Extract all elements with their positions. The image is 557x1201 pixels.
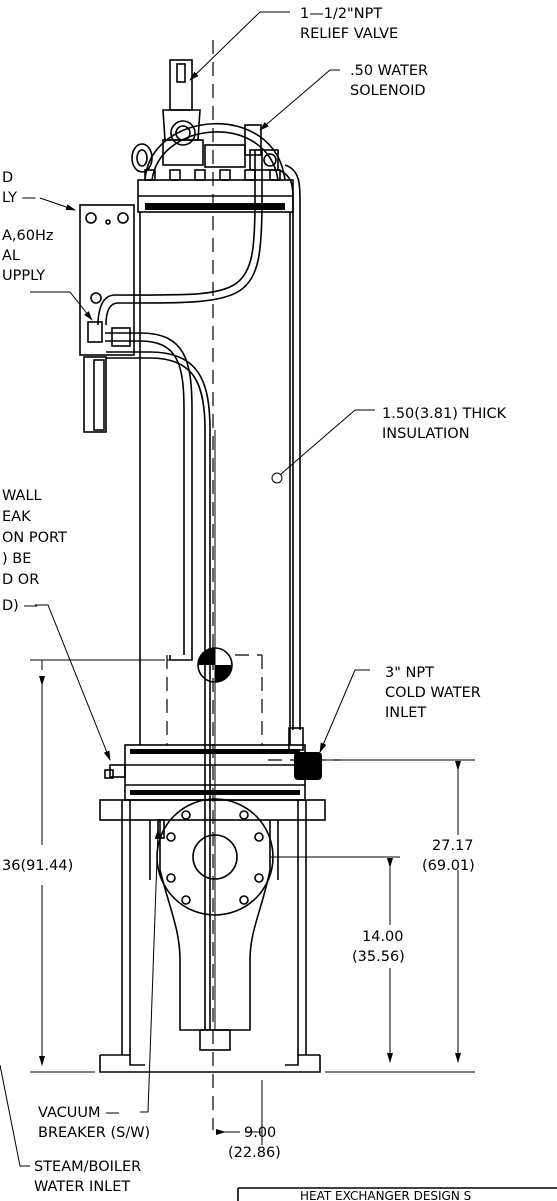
leak-port-label-6: D) — xyxy=(2,598,38,614)
bottom-head xyxy=(99,798,326,1073)
center-height-dim-2: (35.56) xyxy=(352,949,405,965)
relief-valve-leader xyxy=(189,11,290,81)
half-width-dim-2: (22.86) xyxy=(228,1145,281,1161)
solenoid-label-2: SOLENOID xyxy=(350,83,426,99)
electrical-label-2: AL xyxy=(2,248,20,264)
supply-label-1: D xyxy=(2,170,13,186)
electrical-label-1: A,60Hz xyxy=(2,228,54,244)
supply-leader xyxy=(39,197,76,211)
title-block-heading: HEAT EXCHANGER DESIGN S xyxy=(300,1189,471,1201)
cold-inlet-leader xyxy=(319,669,370,753)
overall-height-dim: 36(91.44) xyxy=(2,858,73,874)
leak-port-label-3: ON PORT xyxy=(2,530,67,546)
vacuum-breaker-leader xyxy=(140,829,161,1113)
top-flange xyxy=(137,169,294,213)
title-block: HEAT EXCHANGER DESIGN S xyxy=(237,1187,557,1201)
electrical-leader xyxy=(30,291,93,321)
solenoid-tubing xyxy=(97,150,304,751)
steam-inlet-label-1: STEAM/BOILER xyxy=(34,1159,141,1175)
relief-valve-label-1: 1—1/2"NPT xyxy=(300,6,382,22)
cold-inlet-label-2: COLD WATER xyxy=(385,685,481,701)
vacuum-breaker-label-1: VACUUM — xyxy=(38,1105,120,1121)
leak-port-label-4: ) BE xyxy=(2,551,31,567)
top-dome-assembly xyxy=(131,59,286,181)
half-width-dim-1: 9.00 xyxy=(244,1125,276,1141)
insulation-marker xyxy=(271,472,283,484)
leak-port-label-1: WALL xyxy=(2,488,42,504)
dimension-lines xyxy=(30,659,475,1145)
center-height-dim-1: 14.00 xyxy=(362,929,404,945)
leak-port-leader xyxy=(35,604,111,761)
cold-inlet-height-dim-1: 27.17 xyxy=(432,838,474,854)
supply-label-2: LY — xyxy=(2,190,36,206)
callout-labels: 1—1/2"NPT RELIEF VALVE .50 WATER SOLENOI… xyxy=(2,6,507,1195)
relief-valve-label-2: RELIEF VALVE xyxy=(300,26,398,42)
solenoid-label-1: .50 WATER xyxy=(350,63,428,79)
cold-water-inlet-nozzle xyxy=(268,752,340,780)
cold-inlet-label-3: INLET xyxy=(385,705,426,721)
insulation-leader xyxy=(280,409,375,475)
cold-inlet-label-1: 3" NPT xyxy=(385,665,434,681)
center-target xyxy=(197,647,233,683)
cold-inlet-height-dim-2: (69.01) xyxy=(422,858,475,874)
vacuum-breaker-label-2: BREAKER (S/W) xyxy=(38,1125,150,1141)
steam-inlet-leader xyxy=(0,1064,30,1167)
dimension-labels: 36(91.44) 27.17 (69.01) 14.00 (35.56) 9.… xyxy=(2,838,475,1161)
insulation-label-2: INSULATION xyxy=(382,426,470,442)
solenoid-leader xyxy=(259,69,340,131)
steam-inlet-label-2: WATER INLET xyxy=(34,1179,130,1195)
tube-bundle-hidden-lines xyxy=(166,654,263,745)
leader-lines xyxy=(0,11,375,1167)
electrical-box xyxy=(79,204,135,433)
main-shell xyxy=(139,212,291,745)
inner-dip-tube xyxy=(106,351,216,1030)
leak-port-label-2: EAK xyxy=(2,509,31,525)
insulation-label-1: 1.50(3.81) THICK xyxy=(382,406,507,422)
leak-port-label-5: D OR xyxy=(2,572,39,588)
electrical-label-3: UPPLY xyxy=(2,268,45,284)
